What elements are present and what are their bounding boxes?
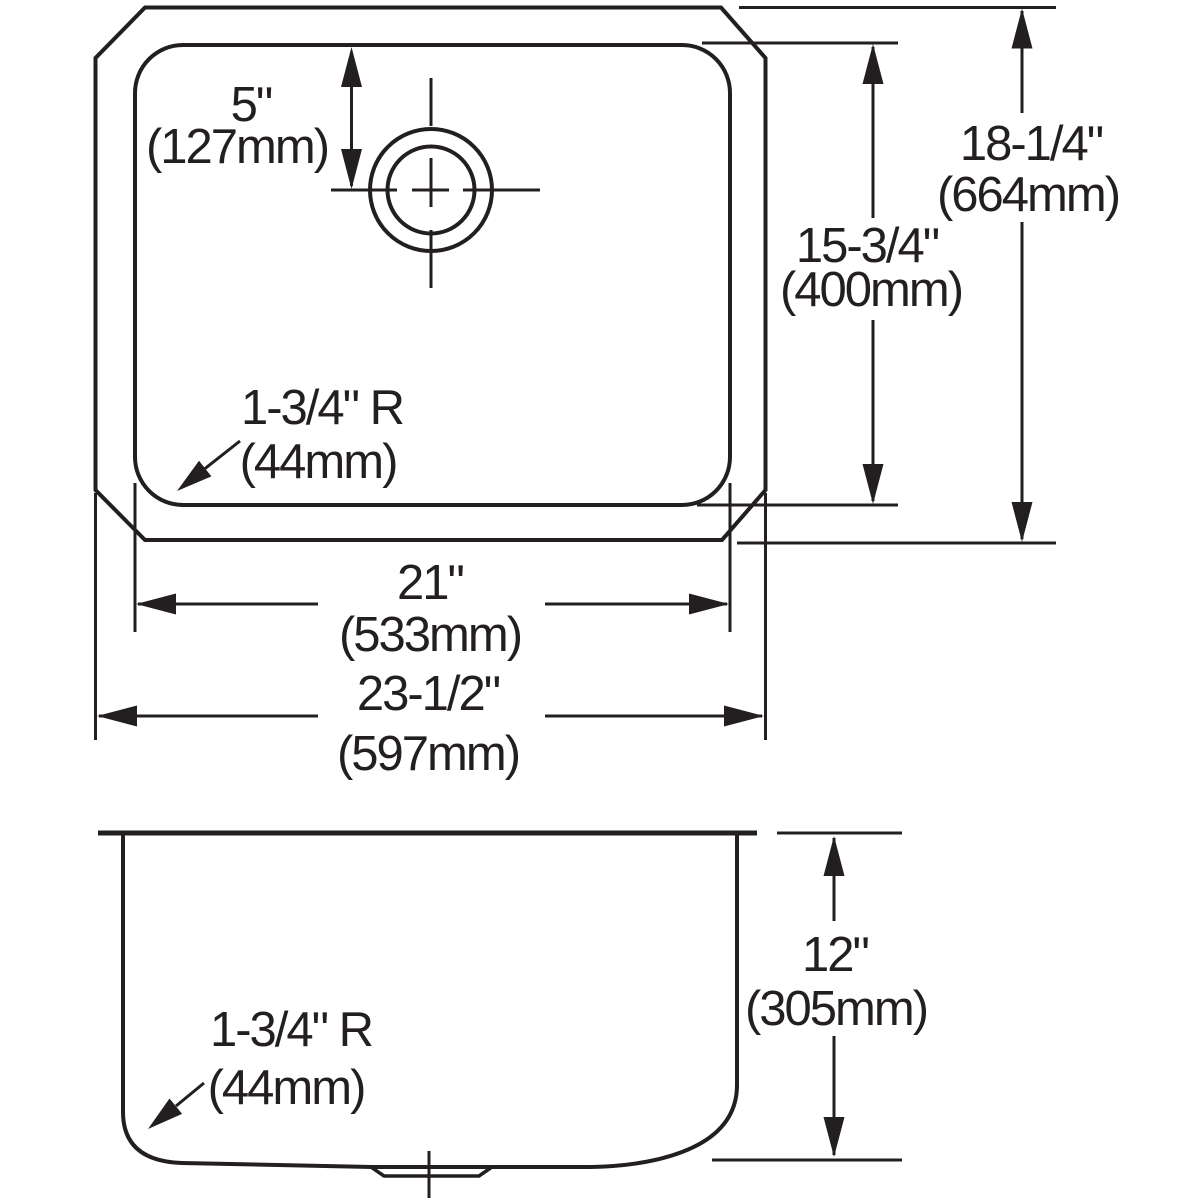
dim-bowl-l2r-in: 21" [397, 556, 464, 610]
arrowhead-left [97, 705, 137, 727]
callout-section-corner-radius: 1-3/4" R (44mm) [148, 1003, 375, 1129]
section-bowl-outline [121, 833, 739, 1169]
faucet-hole [331, 78, 540, 288]
arrowhead-down [823, 1117, 845, 1157]
plan-outer-rim-outline [93, 5, 768, 542]
arrowhead-up [341, 47, 362, 87]
dim-overall-l2r-mm: (597mm) [337, 727, 519, 781]
leader-arrowhead [148, 1098, 183, 1129]
dim-depth-in: 12" [802, 928, 869, 982]
arrowhead-left [136, 593, 176, 615]
dim-overall-front-to-back: 18-1/4" (664mm) [737, 6, 1121, 545]
dim-faucet-offset: 5" (127mm) [146, 47, 362, 189]
dim-depth-mm: (305mm) [745, 982, 927, 1036]
section-corner-radius-in: 1-3/4" R [210, 1003, 373, 1057]
section-view: 1-3/4" R (44mm) 12" (305mm) [98, 830, 929, 1198]
arrowhead-up [1011, 8, 1033, 49]
section-corner-radius-mm: (44mm) [208, 1061, 365, 1115]
dim-bowl-left-to-right: 21" (533mm) [133, 483, 732, 662]
plan-bowl-outline [133, 43, 732, 507]
dim-overall-l2r-in: 23-1/2" [357, 667, 500, 721]
dim-faucet-offset-mm: (127mm) [146, 120, 328, 174]
plan-corner-radius-mm: (44mm) [240, 435, 397, 489]
arrowhead-up [862, 44, 884, 84]
faucet-hole-centerlines [331, 78, 540, 288]
dim-bowl-f2b-mm: (400mm) [780, 263, 962, 317]
dim-bowl-l2r-mm: (533mm) [339, 608, 521, 662]
dim-overall-f2b-mm: (664mm) [937, 168, 1119, 222]
dim-bowl-depth: 12" (305mm) [712, 831, 929, 1162]
drain-fitting [370, 1151, 493, 1198]
leader-arrowhead [177, 460, 212, 491]
dim-faucet-offset-in: 5" [231, 78, 272, 132]
dim-bowl-f2b-in: 15-3/4" [796, 219, 939, 273]
dim-overall-f2b-in: 18-1/4" [960, 117, 1103, 171]
arrowhead-down [341, 149, 362, 189]
drain-outline [370, 1165, 493, 1178]
arrowhead-right [689, 593, 729, 615]
arrowhead-right [724, 705, 764, 727]
dim-overall-left-to-right: 23-1/2" (597mm) [94, 493, 767, 781]
callout-plan-corner-radius: 1-3/4" R (44mm) [177, 381, 406, 491]
arrowhead-down [862, 464, 884, 504]
plan-view: 5" (127mm) 1-3/4" R (44mm) 15-3/4" (400m… [93, 5, 1121, 781]
arrowhead-down [1011, 502, 1033, 542]
plan-corner-radius-in: 1-3/4" R [241, 381, 404, 435]
dim-bowl-front-to-back: 15-3/4" (400mm) [697, 41, 964, 507]
arrowhead-up [823, 836, 845, 876]
